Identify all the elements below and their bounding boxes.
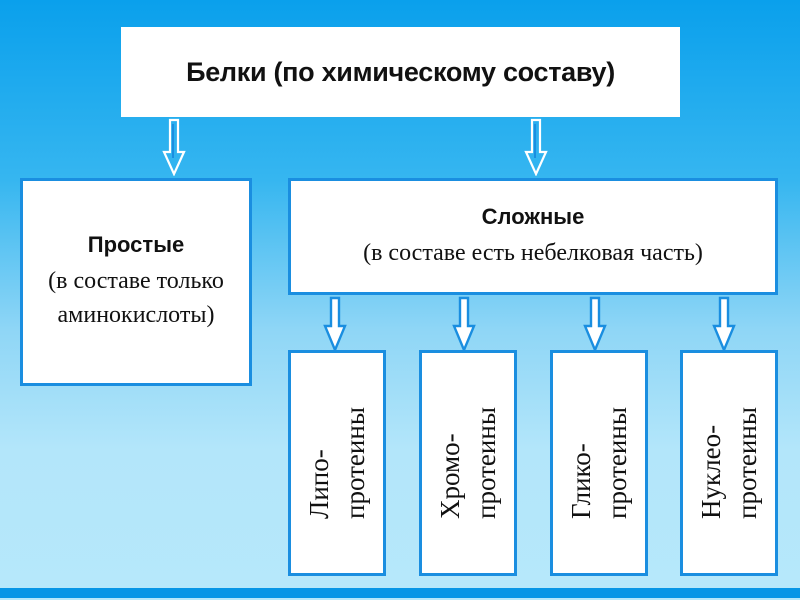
bottom-accent-bar bbox=[0, 588, 800, 598]
lipoproteins-label: Липо- протеины bbox=[301, 407, 373, 519]
chromoproteins-box: Хромо- протеины bbox=[419, 350, 517, 576]
arrow-down-icon bbox=[712, 296, 736, 352]
arrow-down-icon bbox=[323, 296, 347, 352]
subtype-label-line1: Нуклео- bbox=[696, 424, 726, 519]
lipoproteins-box: Липо- протеины bbox=[288, 350, 386, 576]
nucleoproteins-box: Нуклео- протеины bbox=[680, 350, 778, 576]
arrow-down-icon bbox=[583, 296, 607, 352]
bottom-strip bbox=[0, 598, 800, 600]
arrow-down-icon bbox=[524, 118, 548, 176]
nucleoproteins-label: Нуклео- протеины bbox=[693, 407, 765, 519]
root-node-label: Белки (по химическому составу) bbox=[186, 56, 615, 87]
arrow-down-icon bbox=[452, 296, 476, 352]
glycoproteins-label: Глико- протеины bbox=[563, 407, 635, 519]
subtype-label-line2: протеины bbox=[732, 407, 762, 519]
complex-proteins-desc: (в составе есть небелковая часть) bbox=[363, 239, 703, 266]
glycoproteins-box: Глико- протеины bbox=[550, 350, 648, 576]
subtype-label-line1: Хромо- bbox=[435, 433, 465, 519]
complex-proteins-box: Сложные (в составе есть небелковая часть… bbox=[288, 178, 778, 295]
subtype-label-line2: протеины bbox=[602, 407, 632, 519]
chromoproteins-label: Хромо- протеины bbox=[432, 407, 504, 519]
simple-proteins-desc-line2: аминокислоты) bbox=[57, 302, 215, 328]
subtype-label-line1: Глико- bbox=[566, 443, 596, 519]
arrow-down-icon bbox=[162, 118, 186, 176]
subtype-label-line1: Липо- bbox=[304, 449, 334, 519]
simple-proteins-desc-line1: (в составе только bbox=[48, 268, 224, 294]
simple-proteins-box: Простые (в составе только аминокислоты) bbox=[20, 178, 252, 386]
complex-proteins-title: Сложные bbox=[481, 203, 585, 229]
simple-proteins-title: Простые bbox=[87, 232, 185, 257]
root-node-box: Белки (по химическому составу) bbox=[121, 27, 680, 117]
subtype-label-line2: протеины bbox=[471, 407, 501, 519]
subtype-label-line2: протеины bbox=[340, 407, 370, 519]
